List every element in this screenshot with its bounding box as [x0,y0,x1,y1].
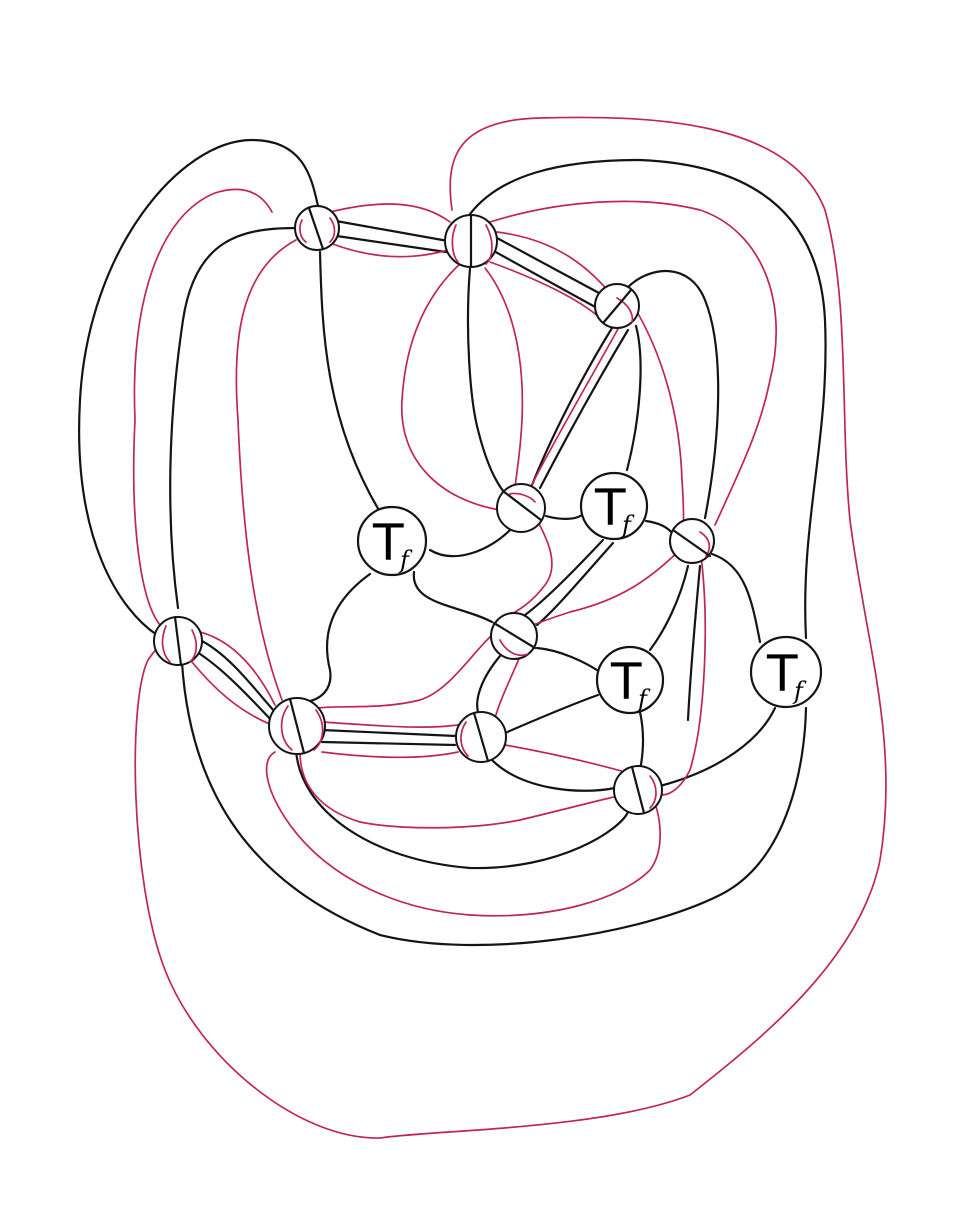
red-strands [132,116,887,1139]
crossing-vertices [153,205,715,815]
t-node-label: T [372,514,404,572]
black-strands [78,138,827,947]
t-node: T f [749,635,823,709]
crossing-vertex [496,483,546,533]
t-node: T f [356,505,428,577]
crossing-vertex [490,612,538,660]
crossing-vertex [594,283,640,329]
crossing-vertex [613,765,663,815]
crossing-vertex [669,518,715,564]
crossing-vertex [268,697,326,755]
t-node-label: T [594,479,626,537]
crossing-vertex [444,214,498,268]
crossing-vertex [455,711,507,763]
t-node-label: T [766,645,798,703]
t-node-label: T [610,653,642,711]
crossing-vertex [294,205,340,251]
crossing-vertex [153,615,203,667]
t-node: T f [595,645,665,715]
t-node: T f [579,471,649,541]
